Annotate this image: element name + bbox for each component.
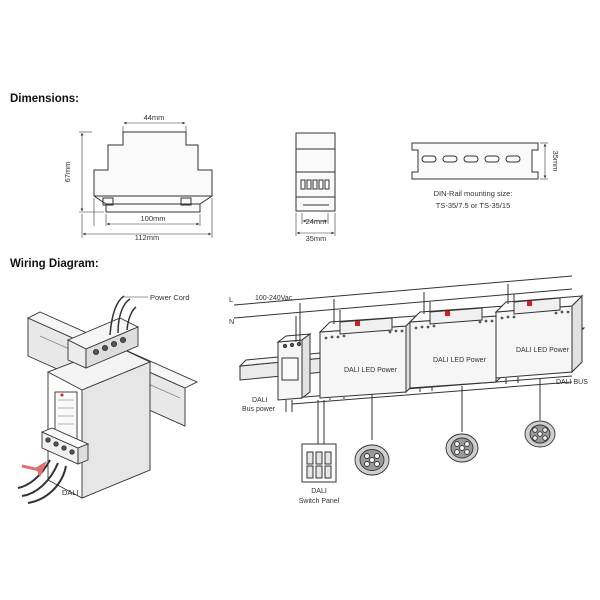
switch-panel-label-line2: Switch Panel bbox=[299, 498, 340, 505]
line-L bbox=[233, 275, 573, 306]
front-inner-width-label: 100mm bbox=[140, 214, 165, 223]
front-top-width-label: 44mm bbox=[144, 113, 165, 122]
bus-power-label-line1: DALI bbox=[252, 397, 268, 404]
module-2-label: DALI LED Power bbox=[433, 357, 487, 364]
dali-bus-line-2 bbox=[291, 381, 573, 405]
power-cord-label: Power Cord bbox=[150, 293, 190, 302]
front-total-width-label: 112mm bbox=[135, 233, 159, 242]
rail-caption-line2: TS-35/7.5 or TS-35/15 bbox=[436, 201, 510, 210]
front-clip-left bbox=[102, 197, 114, 206]
switch-panel-label-line1: DALI bbox=[311, 488, 327, 495]
voltage-label: 100-240Vac bbox=[255, 295, 293, 302]
isometric-module-illustration bbox=[17, 295, 199, 504]
front-height-label: 67mm bbox=[63, 162, 72, 183]
side-view-drawing bbox=[295, 132, 336, 236]
module-3-label: DALI LED Power bbox=[516, 347, 570, 354]
wiring-diagram-heading: Wiring Diagram: bbox=[10, 258, 99, 270]
downlight-lamp-2 bbox=[445, 433, 479, 463]
downlight-lamp-1 bbox=[354, 444, 390, 476]
side-inner-width-label: 24mm bbox=[306, 217, 327, 226]
downlight-lamp-3 bbox=[524, 420, 556, 448]
rail-height-label: 35mm bbox=[551, 151, 560, 172]
rail-caption-line1: DIN-Rail mounting size: bbox=[434, 189, 513, 198]
module-1-label: DALI LED Power bbox=[344, 367, 398, 374]
line-N bbox=[233, 288, 573, 319]
dimensions-heading: Dimensions: bbox=[10, 93, 80, 105]
line-L-label: L bbox=[229, 295, 233, 304]
din-rail-drawing bbox=[411, 142, 548, 180]
line-N-label: N bbox=[229, 317, 234, 326]
wiring-system-drawing bbox=[233, 275, 586, 483]
dali-bus-label: DALI BUS bbox=[556, 379, 588, 386]
bus-power-label-line2: Bus power bbox=[242, 406, 276, 413]
side-total-width-label: 35mm bbox=[306, 234, 327, 243]
front-view-drawing bbox=[79, 121, 213, 238]
dali-connector-label: DALI bbox=[62, 488, 79, 497]
front-clip-right bbox=[180, 197, 192, 206]
